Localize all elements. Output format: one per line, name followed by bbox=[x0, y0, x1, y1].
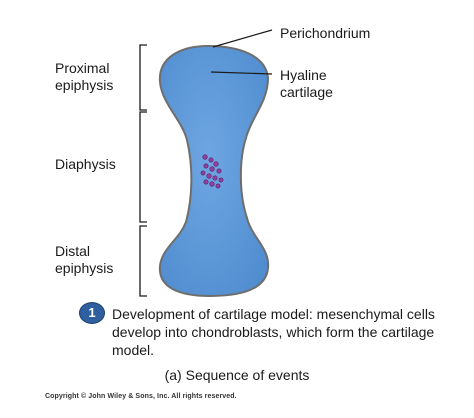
distal-epiphysis-label-line1: Distal bbox=[55, 243, 91, 259]
hyaline-leader-line bbox=[210, 71, 273, 75]
proximal-epiphysis-label-line2: epiphysis bbox=[55, 77, 114, 93]
mesenchymal-cells bbox=[200, 154, 224, 189]
proximal-epiphysis-label-line1: Proximal bbox=[55, 60, 110, 76]
hyaline-label-line1: Hyaline bbox=[280, 67, 327, 83]
step-number-badge: 1 bbox=[79, 302, 105, 324]
diaphysis-bracket bbox=[139, 111, 147, 223]
diaphysis-label: Diaphysis bbox=[55, 156, 116, 172]
perichondrium-label: Perichondrium bbox=[280, 25, 371, 41]
cartilage-model bbox=[158, 44, 270, 298]
distal-epiphysis-bracket bbox=[139, 225, 147, 297]
distal-epiphysis-label-line2: epiphysis bbox=[55, 260, 114, 276]
proximal-epiphysis-bracket bbox=[139, 44, 147, 111]
copyright-notice: Copyright © John Wiley & Sons, Inc. All … bbox=[45, 393, 237, 400]
figure-caption: (a) Sequence of events bbox=[164, 367, 310, 383]
step-description: Development of cartilage model: mesenchy… bbox=[112, 306, 435, 358]
perichondrium-leader-line bbox=[212, 29, 273, 48]
hyaline-label-line2: cartilage bbox=[280, 84, 333, 100]
